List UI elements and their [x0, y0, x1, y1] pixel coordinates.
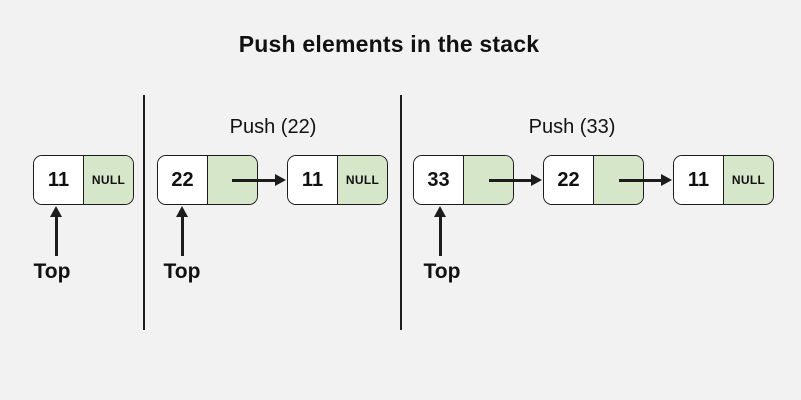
node-value-cell: 33 — [414, 156, 464, 204]
node-pointer-cell: NULL — [338, 156, 387, 204]
next-pointer-arrow — [489, 179, 532, 182]
node-value-cell: 11 — [34, 156, 84, 204]
list-node: 11 NULL — [287, 155, 388, 205]
node-pointer-cell: NULL — [84, 156, 133, 204]
top-label: Top — [33, 260, 71, 283]
panel-divider — [400, 95, 402, 330]
list-node: 11 NULL — [33, 155, 134, 205]
node-value-cell: 22 — [544, 156, 594, 204]
panel-operation-label: Push (33) — [528, 116, 616, 138]
panel-operation-label: Push (22) — [229, 116, 317, 138]
list-node: 33 — [413, 155, 514, 205]
top-pointer-arrow — [55, 216, 58, 256]
node-value-cell: 22 — [158, 156, 208, 204]
top-pointer-arrow — [181, 216, 184, 256]
node-value-cell: 11 — [288, 156, 338, 204]
node-pointer-cell: NULL — [724, 156, 773, 204]
top-label: Top — [163, 260, 201, 283]
panel-divider — [143, 95, 145, 330]
next-pointer-arrow — [232, 179, 276, 182]
top-label: Top — [423, 260, 461, 283]
next-pointer-arrow — [619, 179, 662, 182]
top-pointer-arrow — [439, 216, 442, 256]
node-value-cell: 11 — [674, 156, 724, 204]
list-node: 11 NULL — [673, 155, 774, 205]
diagram-title: Push elements in the stack — [238, 31, 540, 57]
